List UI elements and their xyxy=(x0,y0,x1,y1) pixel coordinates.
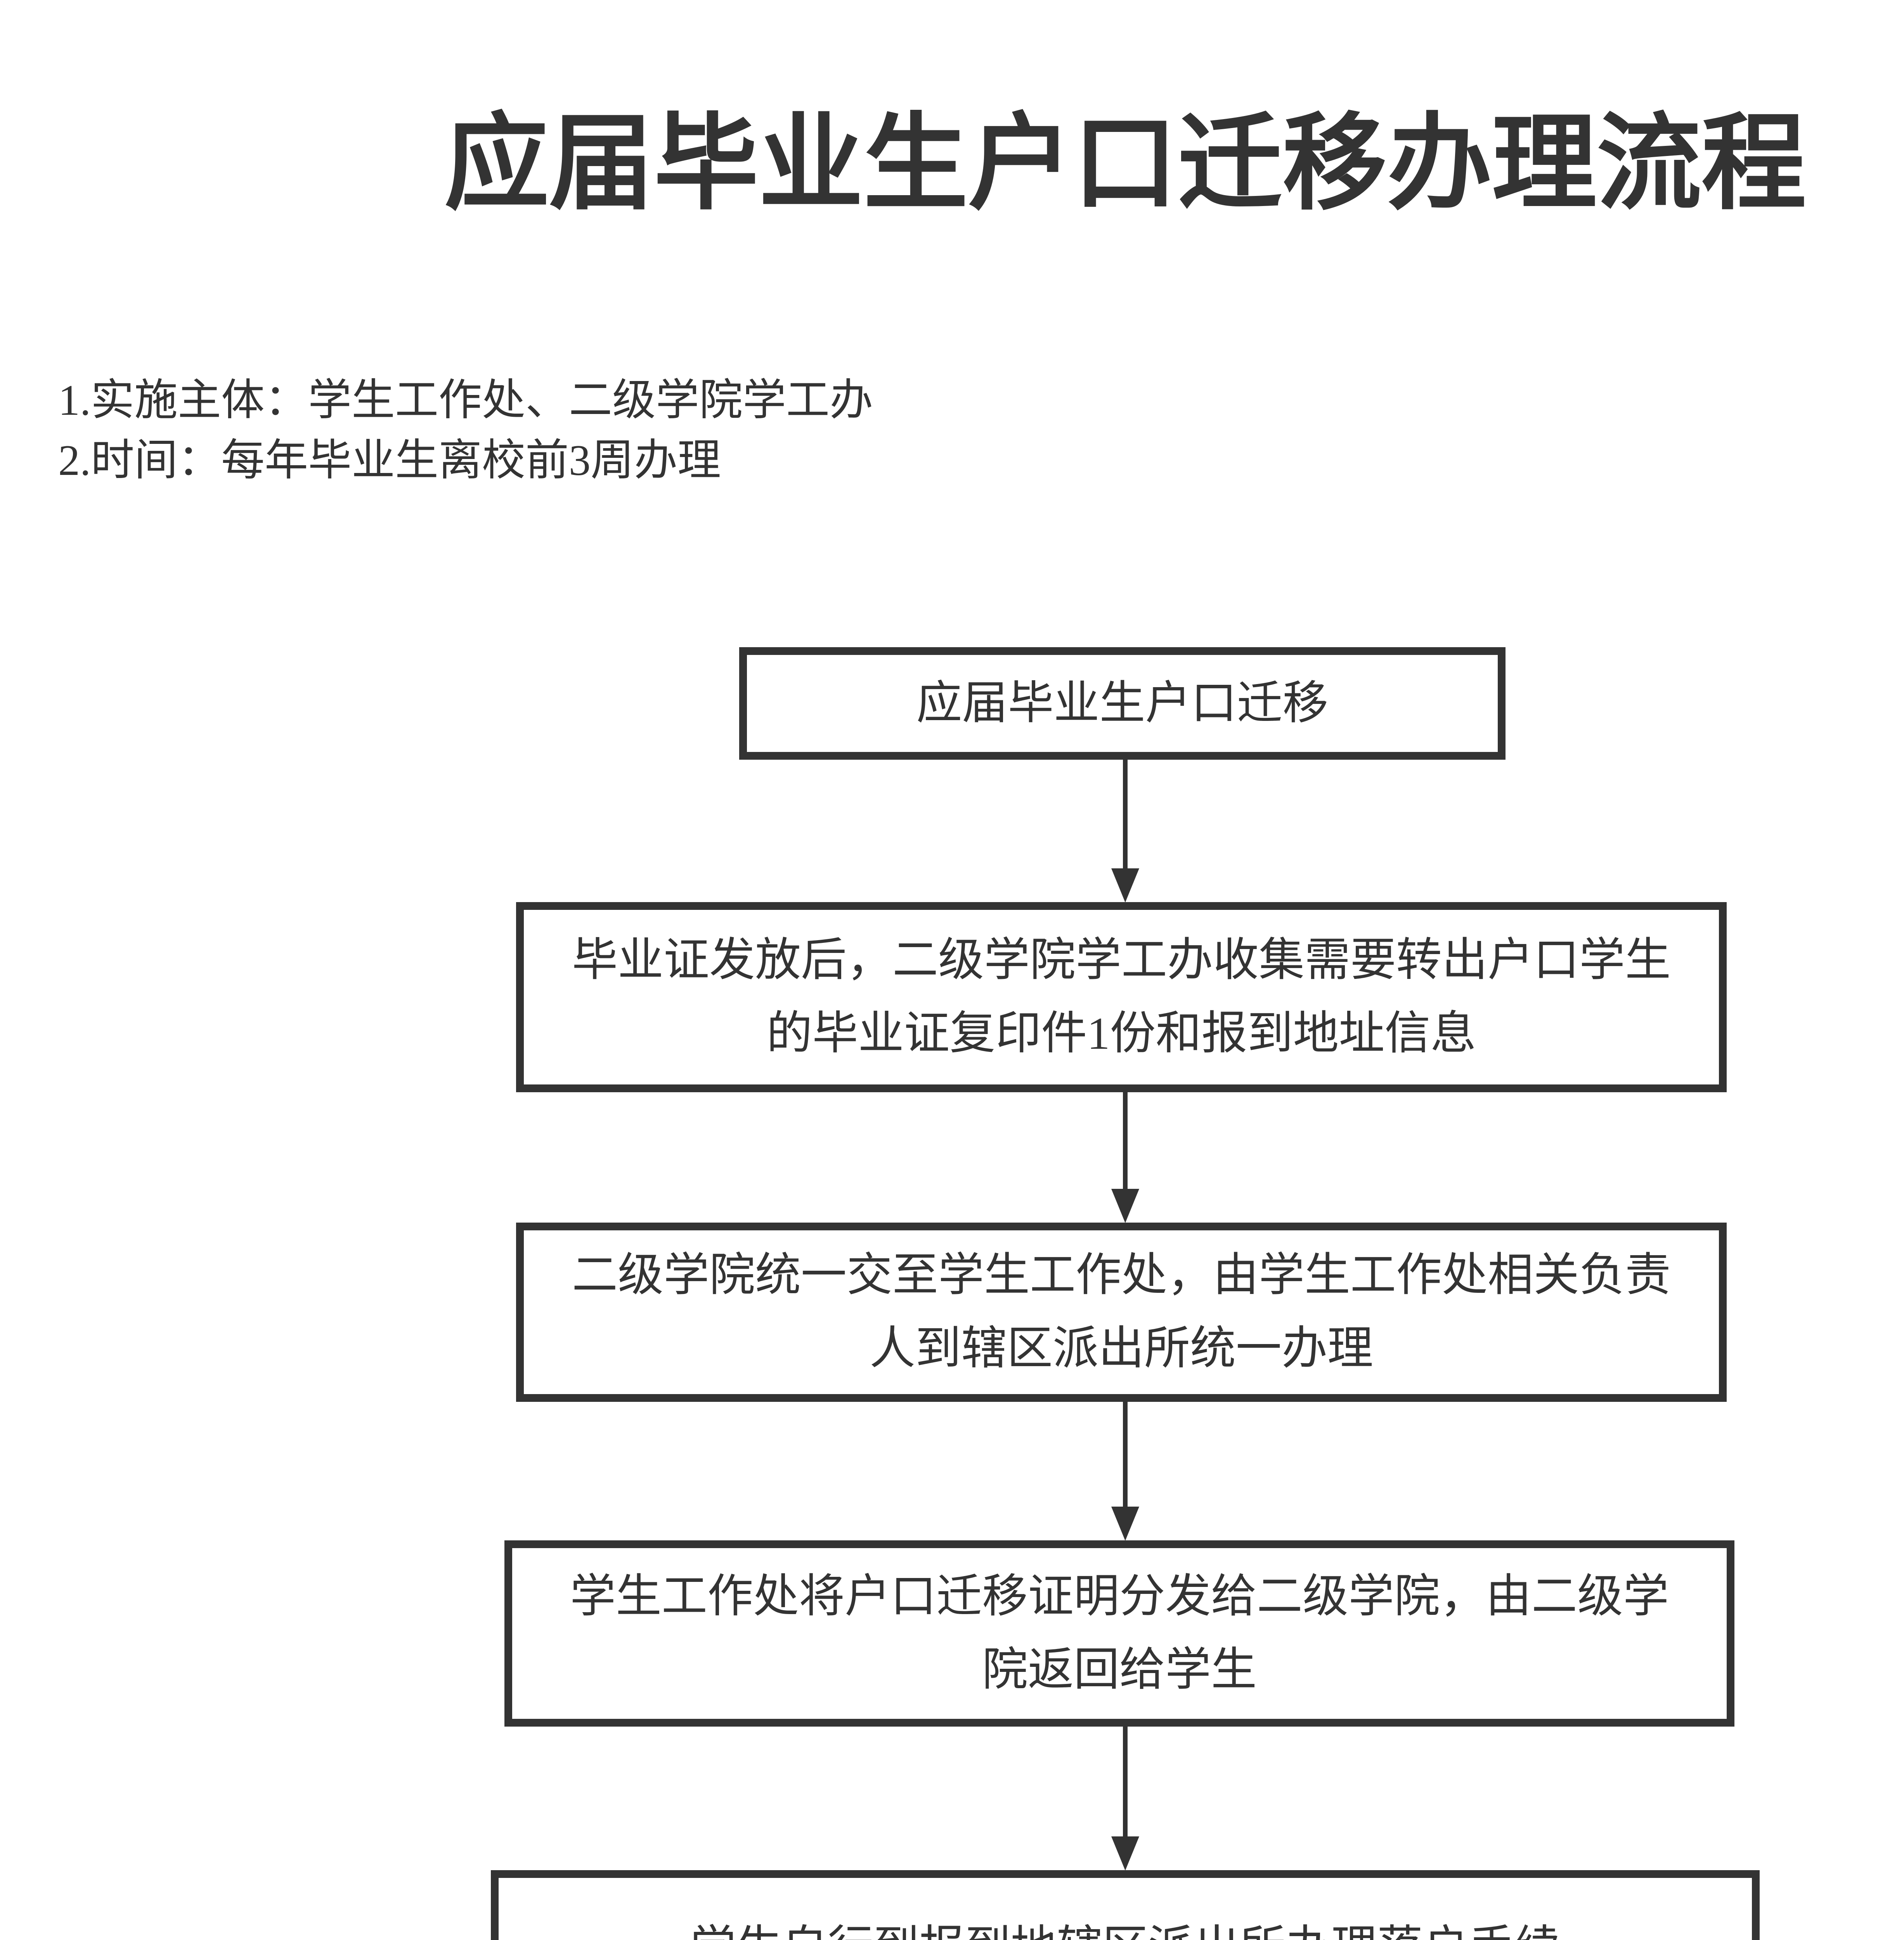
flow-connector-3-line xyxy=(1123,1400,1128,1509)
page-title: 应届毕业生户口迁移办理流程 xyxy=(444,106,1806,222)
flow-node-line: 二级学院统一交至学生工作处，由学生工作处相关负责 xyxy=(572,1250,1671,1301)
note-time: 2.时间：每年毕业生离校前3周办理 xyxy=(58,436,721,485)
flow-node-line: 的毕业证复印件1份和报到地址信息 xyxy=(766,1008,1476,1059)
flow-node-line: 学生自行到报到地辖区派出所办理落户手续 xyxy=(690,1911,1560,1940)
note-implementer: 1.实施主体：学生工作处、二级学院学工办 xyxy=(58,376,873,424)
arrow-down-icon xyxy=(1111,1507,1139,1541)
flow-node-line: 人到辖区派出所统一办理 xyxy=(869,1323,1373,1374)
notes-block: 1.实施主体：学生工作处、二级学院学工办 2.时间：每年毕业生离校前3周办理 xyxy=(58,371,873,490)
flow-connector-1-line xyxy=(1123,757,1128,871)
flow-connector-2-line xyxy=(1123,1090,1128,1191)
flow-node-submit: 二级学院统一交至学生工作处，由学生工作处相关负责 人到辖区派出所统一办理 xyxy=(516,1223,1727,1402)
flow-node-distribute: 学生工作处将户口迁移证明分发给二级学院，由二级学 院返回给学生 xyxy=(504,1540,1734,1727)
arrow-down-icon xyxy=(1111,1189,1139,1223)
flow-node-line: 学生工作处将户口迁移证明分发给二级学院，由二级学 xyxy=(570,1571,1669,1622)
flow-connector-4-line xyxy=(1123,1725,1128,1838)
flow-node-line: 毕业证发放后，二级学院学工办收集需要转出户口学生 xyxy=(572,935,1671,986)
flow-node-collect: 毕业证发放后，二级学院学工办收集需要转出户口学生 的毕业证复印件1份和报到地址信… xyxy=(516,902,1727,1092)
arrow-down-icon xyxy=(1111,868,1139,902)
arrow-down-icon xyxy=(1111,1836,1139,1871)
flow-node-start: 应届毕业生户口迁移 xyxy=(739,647,1506,760)
flow-node-line: 应届毕业生户口迁移 xyxy=(916,677,1329,729)
flow-node-line: 院返回给学生 xyxy=(982,1644,1257,1695)
flow-node-settle: 学生自行到报到地辖区派出所办理落户手续 xyxy=(491,1870,1760,1940)
